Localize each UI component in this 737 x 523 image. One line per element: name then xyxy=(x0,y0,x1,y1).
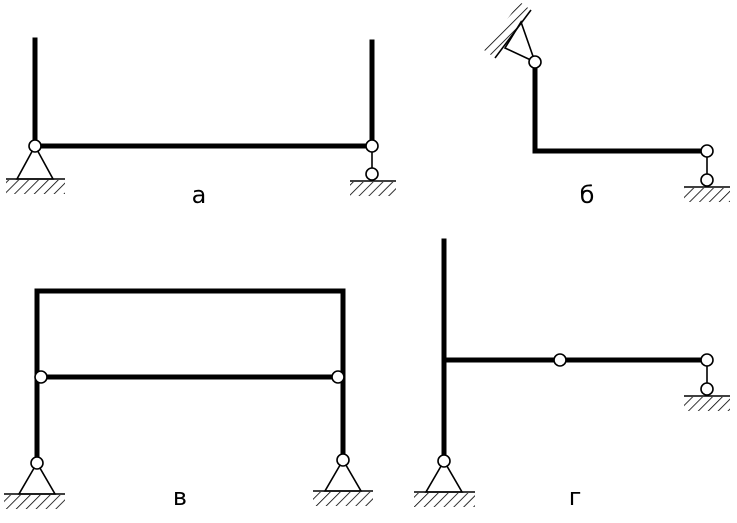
pinned-support xyxy=(6,139,65,194)
figure-b: б xyxy=(484,2,730,209)
roller-support xyxy=(350,139,396,196)
figure-v: в xyxy=(4,288,373,511)
pinned-support xyxy=(414,454,475,507)
hinge xyxy=(331,370,345,384)
figure-g: г xyxy=(414,238,730,511)
figure-label: г xyxy=(569,483,582,511)
figure-label: в xyxy=(173,483,187,511)
figure-label: б xyxy=(580,181,595,209)
roller-support xyxy=(684,353,730,411)
pinned-support xyxy=(4,456,65,509)
bent-beam xyxy=(532,59,710,154)
figure-label: а xyxy=(192,181,207,209)
figure-a: а xyxy=(6,37,396,209)
roller-support xyxy=(684,144,730,202)
inclined-pinned-support xyxy=(484,2,542,69)
pinned-support xyxy=(313,453,373,506)
hinge xyxy=(553,353,567,367)
hinge xyxy=(34,370,48,384)
